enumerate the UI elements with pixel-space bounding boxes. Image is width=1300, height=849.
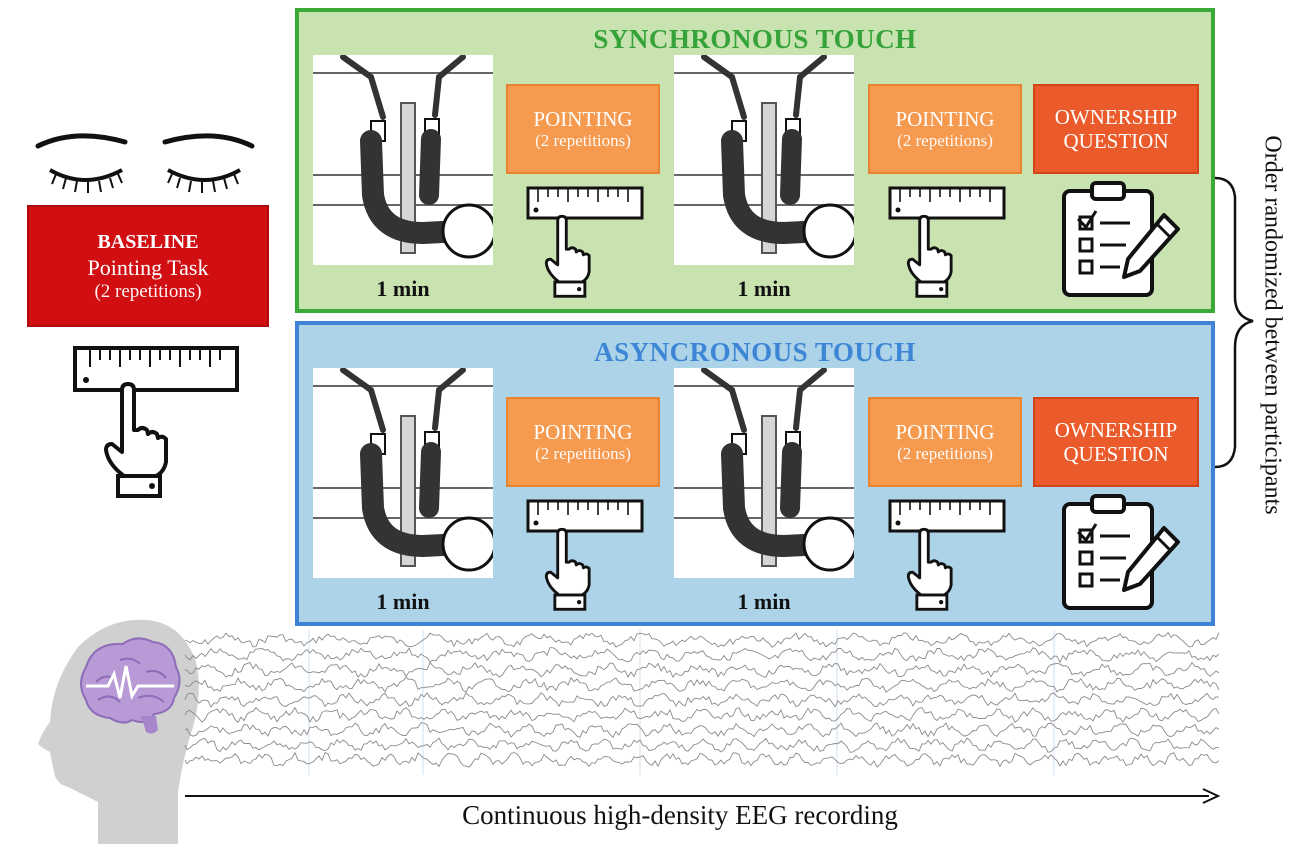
- ruler-icon: [888, 499, 1006, 538]
- pointing-label: POINTING: [533, 107, 633, 131]
- pencil-icon: [1122, 526, 1180, 592]
- head-brain-icon: [38, 619, 199, 844]
- timeline-arrow: [185, 788, 1221, 804]
- baseline-reps: (2 repetitions): [94, 281, 202, 302]
- eeg-waveforms: [184, 630, 1220, 775]
- pointing-hand-icon: [904, 527, 954, 618]
- ruler-icon: [888, 186, 1006, 225]
- baseline-title: BASELINE: [97, 231, 199, 253]
- panel-title-synchronous: SYNCHRONOUS TOUCH: [593, 24, 917, 54]
- clipboard-checklist-icon: [1060, 181, 1190, 304]
- pointing-reps: (2 repetitions): [897, 444, 993, 463]
- rubber-hand-scene: [313, 54, 497, 265]
- pointing-hand-icon: [542, 214, 592, 305]
- pointing-box: POINTING (2 repetitions): [868, 397, 1022, 487]
- ownership-line1: OWNERSHIP: [1054, 105, 1178, 129]
- pointing-label: POINTING: [895, 420, 995, 444]
- eeg-caption: Continuous high-density EEG recording: [462, 800, 898, 830]
- ruler-icon: [73, 346, 239, 392]
- pointing-hand-icon: [904, 214, 954, 305]
- baseline-task: Pointing Task: [87, 255, 209, 280]
- pointing-box: POINTING (2 repetitions): [506, 397, 660, 487]
- ownership-question-box: OWNERSHIP QUESTION: [1033, 397, 1199, 487]
- pointing-hand-icon: [542, 527, 592, 618]
- pointing-label: POINTING: [895, 107, 995, 131]
- ownership-line2: QUESTION: [1063, 129, 1169, 153]
- baseline-box: BASELINE Pointing Task (2 repetitions): [27, 205, 269, 327]
- ownership-line1: OWNERSHIP: [1054, 418, 1178, 442]
- duration-label: 1 min: [737, 276, 791, 301]
- ownership-line2: QUESTION: [1063, 442, 1169, 466]
- pointing-reps: (2 repetitions): [535, 131, 631, 150]
- pointing-box: POINTING (2 repetitions): [868, 84, 1022, 174]
- pencil-icon: [1122, 213, 1180, 279]
- duration-label: 1 min: [737, 589, 791, 614]
- rubber-hand-scene: [674, 367, 858, 578]
- pointing-hand-icon: [104, 382, 168, 498]
- pointing-reps: (2 repetitions): [897, 131, 993, 150]
- pointing-box: POINTING (2 repetitions): [506, 84, 660, 174]
- curly-brace: [1214, 176, 1254, 469]
- duration-label: 1 min: [376, 589, 430, 614]
- closed-eyes-icon: [35, 133, 255, 193]
- rubber-hand-scene: [313, 367, 497, 578]
- panel-title-asynchronous: ASYNCRONOUS TOUCH: [594, 337, 916, 367]
- rubber-hand-scene: [674, 54, 858, 265]
- side-note-text: Order randomized between participants: [1259, 135, 1286, 515]
- duration-label: 1 min: [376, 276, 430, 301]
- pointing-reps: (2 repetitions): [535, 444, 631, 463]
- ownership-question-box: OWNERSHIP QUESTION: [1033, 84, 1199, 174]
- ruler-icon: [526, 499, 644, 538]
- clipboard-checklist-icon: [1060, 494, 1190, 617]
- ruler-icon: [526, 186, 644, 225]
- pointing-label: POINTING: [533, 420, 633, 444]
